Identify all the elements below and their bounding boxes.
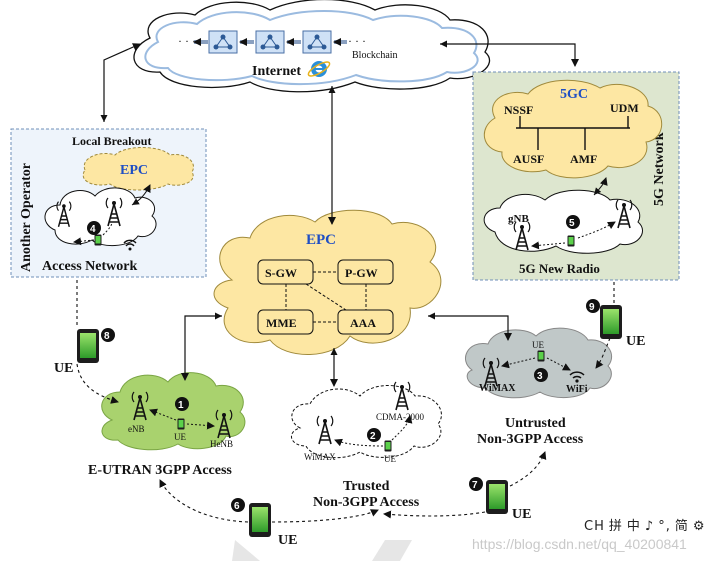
step-8-number: 8 [104, 331, 110, 342]
step-1-number: 1 [178, 400, 184, 411]
another-operator-label: Another Operator [19, 163, 34, 272]
step-6-number: 6 [234, 501, 240, 512]
watermark-url: https://blog.csdn.net/qq_40200841 [472, 536, 687, 552]
step-4-badge [87, 221, 101, 235]
eutran-cloud [101, 372, 246, 451]
ue-7-label: UE [512, 507, 531, 522]
untrusted-wifi-label: WiFi [566, 384, 588, 395]
fiveg-core-label: 5GC [560, 87, 588, 102]
step-9-number: 9 [589, 302, 595, 313]
fiveg-core-bus [516, 116, 630, 150]
ue-phone-9-icon [600, 305, 622, 339]
operator-ue-icon [94, 234, 102, 246]
untrusted-wimax-label: WiMAX [479, 383, 516, 394]
enb-label: eNB [128, 424, 145, 434]
ime-gear-icon[interactable]: ⚙ [692, 519, 706, 534]
untrusted-ue-icon [537, 350, 545, 362]
pgw-node [337, 259, 394, 285]
fiveg-ue-icon [567, 235, 575, 247]
aaa-label: AAA [350, 316, 376, 330]
blockchain-label: Blockchain [352, 50, 398, 61]
internet-explorer-icon [307, 61, 331, 77]
eutran-label: E-UTRAN 3GPP Access [88, 463, 232, 478]
untrusted-ue-label: UE [532, 340, 544, 350]
ue-phone-8-icon [77, 329, 99, 363]
blockchain-blocks [193, 30, 347, 54]
operator-epc-label: EPC [120, 163, 148, 178]
mme-node [257, 309, 314, 335]
epc-title: EPC [306, 232, 336, 248]
step-5-badge [566, 215, 580, 229]
henb-label: HeNB [210, 439, 233, 449]
trusted-cdma-label: CDMA-2000 [376, 412, 425, 422]
local-breakout-label: Local Breakout [72, 134, 151, 148]
internet-label: Internet [252, 64, 301, 79]
step-4-number: 4 [90, 224, 96, 235]
step-2-badge [367, 428, 381, 442]
ue-mobility-paths [76, 280, 615, 523]
chain-dots-right: · · · [348, 34, 366, 48]
core-links [100, 40, 579, 387]
nssf-label: NSSF [504, 103, 533, 117]
amf-label: AMF [570, 152, 597, 166]
fiveg-core-cloud [483, 79, 663, 179]
eutran-ue-label: UE [174, 432, 186, 442]
step-6-badge [231, 498, 245, 512]
trusted-label-2: Non-3GPP Access [313, 495, 420, 510]
ime-moon-icon[interactable]: ♪ [644, 519, 655, 534]
step-7-number: 7 [472, 480, 478, 491]
trusted-ue-label: UE [384, 454, 396, 464]
step-7-badge [469, 477, 483, 491]
udm-label: UDM [610, 101, 639, 115]
step-1-badge [175, 397, 189, 411]
bg-stripe-right [372, 540, 412, 561]
ue-9-label: UE [626, 334, 645, 349]
operator-epc-cloud [82, 147, 194, 191]
gnb-label: gNB [508, 213, 529, 225]
pgw-label: P-GW [345, 266, 378, 280]
fiveg-network-label: 5G Network [652, 132, 667, 206]
step-8-badge [101, 328, 115, 342]
ime-pinyin-icon[interactable]: 拼 [608, 519, 623, 534]
ime-lang[interactable]: CH [584, 519, 605, 534]
epc-links [285, 271, 367, 323]
fiveg-radio-label: 5G New Radio [519, 261, 600, 276]
step-3-number: 3 [537, 371, 543, 382]
ue-phone-6-icon [249, 503, 271, 537]
eutran-ue-icon [177, 418, 185, 430]
trusted-wimax-label: WiMAX [304, 452, 336, 462]
ue-phone-7-icon [486, 480, 508, 514]
ime-simplified[interactable]: 简 [674, 519, 689, 534]
aaa-node [337, 309, 394, 335]
step-9-badge [586, 299, 600, 313]
sgw-label: S-GW [265, 266, 297, 280]
untrusted-wifi-icon [569, 371, 585, 383]
trusted-ue-icon [384, 440, 392, 452]
access-network-label: Access Network [42, 259, 137, 274]
bg-stripe-left [232, 540, 260, 561]
trusted-label-1: Trusted [343, 479, 390, 494]
ime-chinese-mode[interactable]: 中 [626, 519, 641, 534]
operator-wifi-icon [123, 239, 137, 251]
step-2-number: 2 [370, 431, 376, 442]
step-5-number: 5 [569, 218, 575, 229]
chain-dots-left: · · · [178, 34, 196, 48]
sgw-node [257, 259, 314, 285]
untrusted-label-2: Non-3GPP Access [477, 432, 584, 447]
ue-8-label: UE [54, 361, 73, 376]
untrusted-label-1: Untrusted [505, 416, 566, 431]
step-3-badge [534, 368, 548, 382]
ime-punct[interactable]: °, [658, 519, 671, 534]
mme-label: MME [266, 316, 297, 330]
ausf-label: AUSF [513, 152, 544, 166]
ue-6-label: UE [278, 533, 297, 548]
